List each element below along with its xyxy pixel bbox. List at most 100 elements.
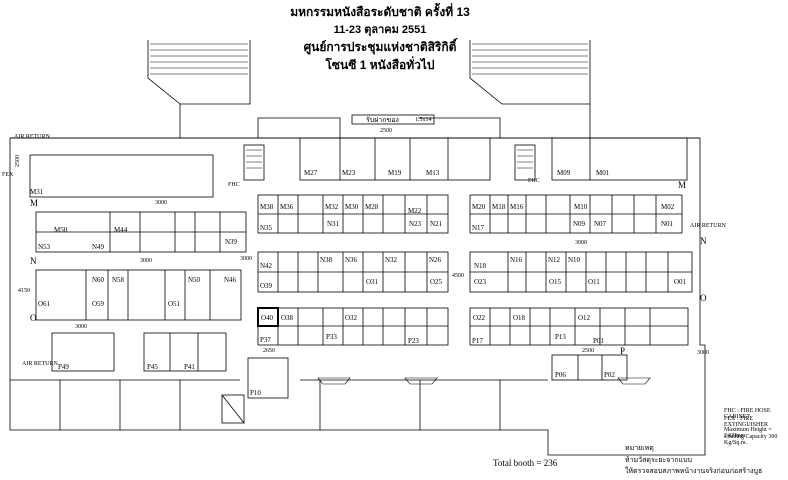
legend-fhc: FHC : FIRE HOSE CABINET <box>724 408 771 420</box>
booth-o18[interactable]: O18 <box>513 314 526 322</box>
booth-m28[interactable]: M28 <box>365 203 379 211</box>
booth-n36[interactable]: N36 <box>345 256 358 264</box>
booth-m13[interactable]: M13 <box>426 169 440 177</box>
booth-p17[interactable]: P17 <box>472 337 483 345</box>
dim-zone-o: 3000 <box>75 324 87 330</box>
booth-n42[interactable]: N42 <box>260 262 273 270</box>
booth-m44[interactable]: M44 <box>114 226 128 234</box>
booth-o15[interactable]: O15 <box>549 278 562 286</box>
booth-o23[interactable]: O23 <box>474 278 487 286</box>
booth-o59[interactable]: O59 <box>92 300 105 308</box>
booth-p06[interactable]: P06 <box>555 371 566 379</box>
booth-o32[interactable]: O32 <box>345 314 358 322</box>
booth-o12[interactable]: O12 <box>578 314 591 322</box>
booth-n39[interactable]: N39 <box>225 238 238 246</box>
dim-mid-o: 4500 <box>452 273 464 279</box>
booth-m19[interactable]: M19 <box>388 169 402 177</box>
booth-n21[interactable]: N21 <box>430 220 443 228</box>
booth-m09[interactable]: M09 <box>557 169 571 177</box>
dim-p-left: 2650 <box>263 348 275 354</box>
booth-p02[interactable]: P02 <box>604 371 615 379</box>
booth-m31[interactable]: M31 <box>30 188 44 196</box>
fhc-label-1: FHC <box>228 182 240 188</box>
zone-m-left: M <box>30 198 39 208</box>
booth-m10[interactable]: M10 <box>574 203 588 211</box>
booth-m02[interactable]: M02 <box>661 203 675 211</box>
booth-n12[interactable]: N12 <box>548 256 561 264</box>
air-return-top-left: AIR RETURN <box>14 134 50 140</box>
booth-n53[interactable]: N53 <box>38 243 51 251</box>
booth-m01[interactable]: M01 <box>596 169 610 177</box>
booth-p45[interactable]: P45 <box>147 363 158 371</box>
title-line-4: โซนซี 1 หนังสือทั่วไป <box>325 58 435 72</box>
booth-p33[interactable]: P33 <box>326 333 337 341</box>
booth-o25[interactable]: O25 <box>430 278 443 286</box>
booth-p49[interactable]: P49 <box>58 363 69 371</box>
booth-p01[interactable]: P01 <box>593 337 604 345</box>
booth-n16[interactable]: N16 <box>510 256 523 264</box>
booth-n09[interactable]: N09 <box>573 220 586 228</box>
booth-n58[interactable]: N58 <box>112 276 125 284</box>
booth-n01[interactable]: N01 <box>661 220 674 228</box>
booth-n60[interactable]: N60 <box>92 276 105 284</box>
booth-p23[interactable]: P23 <box>408 337 419 345</box>
booth-o38[interactable]: O38 <box>281 314 294 322</box>
dim-right-o: 3000 <box>697 350 709 356</box>
booth-o22[interactable]: O22 <box>473 314 486 322</box>
title-line-1: มหกรรมหนังสือระดับชาติ ครั้งที่ 13 <box>290 5 470 19</box>
booth-m50[interactable]: M50 <box>54 226 68 234</box>
remark-1: ห้ามวัสดุระยะจากแบบ <box>625 456 692 464</box>
cloakroom-size: 1.5x14 <box>415 117 432 123</box>
booth-n46[interactable]: N46 <box>224 276 237 284</box>
booth-n31[interactable]: N31 <box>327 220 340 228</box>
booth-m38[interactable]: M38 <box>260 203 274 211</box>
booth-m27[interactable]: M27 <box>304 169 318 177</box>
dim-left-n: 4150 <box>18 288 30 294</box>
zone-n-left: N <box>30 256 37 266</box>
booth-m23[interactable]: M23 <box>342 169 356 177</box>
booth-m32[interactable]: M32 <box>325 203 339 211</box>
booth-o51[interactable]: O51 <box>168 300 181 308</box>
booth-p13[interactable]: P13 <box>555 333 566 341</box>
fex-label: FEX <box>2 172 14 178</box>
booth-o01[interactable]: O01 <box>674 278 687 286</box>
remark-2: ให้ตรวจสอบสภาพหน้างานจริงก่อนก่อสร้างบูธ <box>625 467 763 475</box>
booth-n32[interactable]: N32 <box>385 256 398 264</box>
booth-o11[interactable]: O11 <box>588 278 600 286</box>
booth-m16[interactable]: M16 <box>510 203 524 211</box>
booth-n17[interactable]: N17 <box>472 224 485 232</box>
booth-o61[interactable]: O61 <box>38 300 51 308</box>
booth-m30[interactable]: M30 <box>345 203 359 211</box>
booth-m22[interactable]: M22 <box>408 207 422 215</box>
dim-p-right: 2500 <box>582 348 594 354</box>
booth-n07[interactable]: N07 <box>594 220 607 228</box>
title-line-2: 11-23 ตุลาคม 2551 <box>333 24 427 36</box>
booth-n26[interactable]: N26 <box>429 256 442 264</box>
dim-top-left: 2500 <box>15 155 21 167</box>
booth-n10[interactable]: N10 <box>568 256 581 264</box>
title-line-3: ศูนย์การประชุมแห่งชาติสิริกิติ์ <box>303 40 457 54</box>
cloakroom-label: รับฝากของ <box>366 116 399 124</box>
air-return-right: AIR RETURN <box>690 223 726 229</box>
zone-p: P <box>620 346 626 356</box>
booth-p10[interactable]: P10 <box>250 389 261 397</box>
air-return-bottom-left: AIR RETURN <box>22 361 58 367</box>
legend-load: Loading Capacity 300 Kg/Sq.m. <box>724 434 778 446</box>
total-booth: Total booth = 236 <box>493 458 558 468</box>
booth-p37[interactable]: P37 <box>260 336 271 344</box>
dim-top: 2500 <box>380 128 392 134</box>
booth-o39[interactable]: O39 <box>260 282 273 290</box>
booth-p41[interactable]: P41 <box>184 363 195 371</box>
booth-n38[interactable]: N38 <box>320 256 333 264</box>
booth-n49[interactable]: N49 <box>92 243 105 251</box>
booth-n18[interactable]: N18 <box>474 262 487 270</box>
booth-n50[interactable]: N50 <box>188 276 201 284</box>
booth-n35[interactable]: N35 <box>260 224 273 232</box>
booth-o31[interactable]: O31 <box>366 278 379 286</box>
booth-m36[interactable]: M36 <box>280 203 294 211</box>
booth-o40[interactable]: O40 <box>261 314 274 322</box>
booth-n23[interactable]: N23 <box>409 220 422 228</box>
booth-m20[interactable]: M20 <box>472 203 486 211</box>
booth-m18[interactable]: M18 <box>492 203 506 211</box>
